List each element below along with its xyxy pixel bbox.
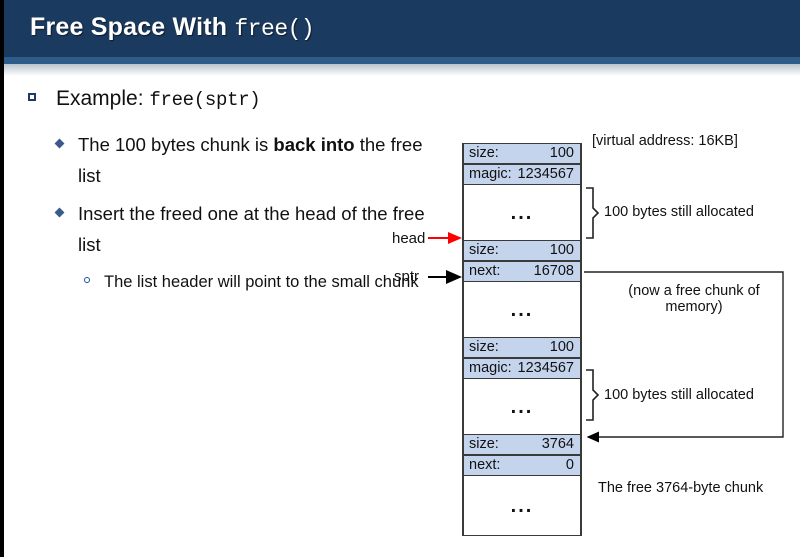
bullet-level2-post: the free list bbox=[78, 134, 423, 186]
row-key: size: bbox=[469, 145, 499, 161]
row-key: magic: bbox=[469, 360, 512, 376]
bullet-level3-list-header: The list header will point to the small … bbox=[4, 267, 444, 297]
ellipsis-dots: ... bbox=[510, 201, 534, 224]
row-key: size: bbox=[469, 242, 499, 258]
row-value: 1234567 bbox=[517, 360, 574, 376]
page-title-code: free() bbox=[234, 16, 315, 42]
row-value: 100 bbox=[549, 339, 574, 355]
memory-layout-table: size: 100 magic: 1234567 ... size: 100 next… bbox=[462, 143, 582, 536]
table-body-gap: ... bbox=[463, 185, 581, 240]
header-fade-gradient bbox=[4, 64, 800, 76]
table-body-gap: ... bbox=[463, 379, 581, 434]
table-body-gap: ... bbox=[463, 282, 581, 337]
table-row: next: 16708 bbox=[463, 261, 581, 282]
pointer-label-sptr: sptr bbox=[394, 268, 420, 285]
annotation-free-chunk: (now a free chunk of memory) bbox=[628, 283, 760, 315]
table-row: magic: 1234567 bbox=[463, 164, 581, 185]
brace-top bbox=[586, 187, 600, 239]
table-row: next: 0 bbox=[463, 455, 581, 476]
row-key: size: bbox=[469, 339, 499, 355]
row-key: next: bbox=[469, 457, 501, 473]
row-value: 0 bbox=[565, 457, 574, 473]
table-row: size: 100 bbox=[463, 337, 581, 358]
page-title-text: Free Space With bbox=[30, 13, 235, 41]
bullet-level1-example: Example: free(sptr) bbox=[4, 84, 444, 115]
row-value: 100 bbox=[549, 145, 574, 161]
bullet-level2-bold: back into bbox=[273, 134, 355, 155]
annotation-free-3764: The free 3764-byte chunk bbox=[598, 480, 764, 496]
page-title: Free Space With free() bbox=[30, 13, 315, 42]
row-key: magic: bbox=[469, 166, 512, 182]
row-value: 100 bbox=[549, 242, 574, 258]
row-value: 1234567 bbox=[517, 166, 574, 182]
table-body-gap: ... bbox=[463, 476, 581, 536]
row-key: next: bbox=[469, 263, 501, 279]
header-accent-bar bbox=[4, 57, 800, 64]
row-value: 16708 bbox=[533, 263, 574, 279]
memory-diagram: [virtual address: 16KB] size: 100 magic: 1… bbox=[4, 0, 800, 557]
bullet-list: Example: free(sptr) The 100 bytes chunk … bbox=[4, 84, 444, 297]
pointer-label-head: head bbox=[392, 230, 426, 247]
bullet-level2-back-into: The 100 bytes chunk is back into the fre… bbox=[4, 129, 438, 191]
brace-bottom bbox=[586, 369, 600, 421]
table-row: size: 100 bbox=[463, 143, 581, 164]
circle-bullet-icon bbox=[84, 277, 90, 283]
bullet-level1-text: Example: bbox=[56, 87, 150, 110]
table-row: size: 100 bbox=[463, 240, 581, 261]
virtual-address-label: [virtual address: 16KB] bbox=[592, 133, 738, 149]
square-bullet-icon bbox=[28, 93, 36, 101]
row-key: size: bbox=[469, 436, 499, 452]
annotation-alloc-top: 100 bytes still allocated bbox=[604, 204, 754, 220]
ellipsis-dots: ... bbox=[510, 494, 534, 517]
bullet-level2-pre: Insert the freed one at the head of the … bbox=[78, 203, 425, 255]
table-row: size: 3764 bbox=[463, 434, 581, 455]
ellipsis-dots: ... bbox=[510, 298, 534, 321]
table-row: magic: 1234567 bbox=[463, 358, 581, 379]
bullet-level2-pre: The 100 bytes chunk is bbox=[78, 134, 274, 155]
bullet-level3-text: The list header will point to the small … bbox=[104, 273, 419, 291]
slide-header: Free Space With free() bbox=[4, 0, 800, 57]
bullet-level1-code: free(sptr) bbox=[149, 89, 261, 111]
ellipsis-dots: ... bbox=[510, 395, 534, 418]
bullet-level2-insert-head: Insert the freed one at the head of the … bbox=[4, 198, 438, 260]
annotation-alloc-bottom: 100 bytes still allocated bbox=[604, 387, 754, 403]
row-value: 3764 bbox=[541, 436, 574, 452]
